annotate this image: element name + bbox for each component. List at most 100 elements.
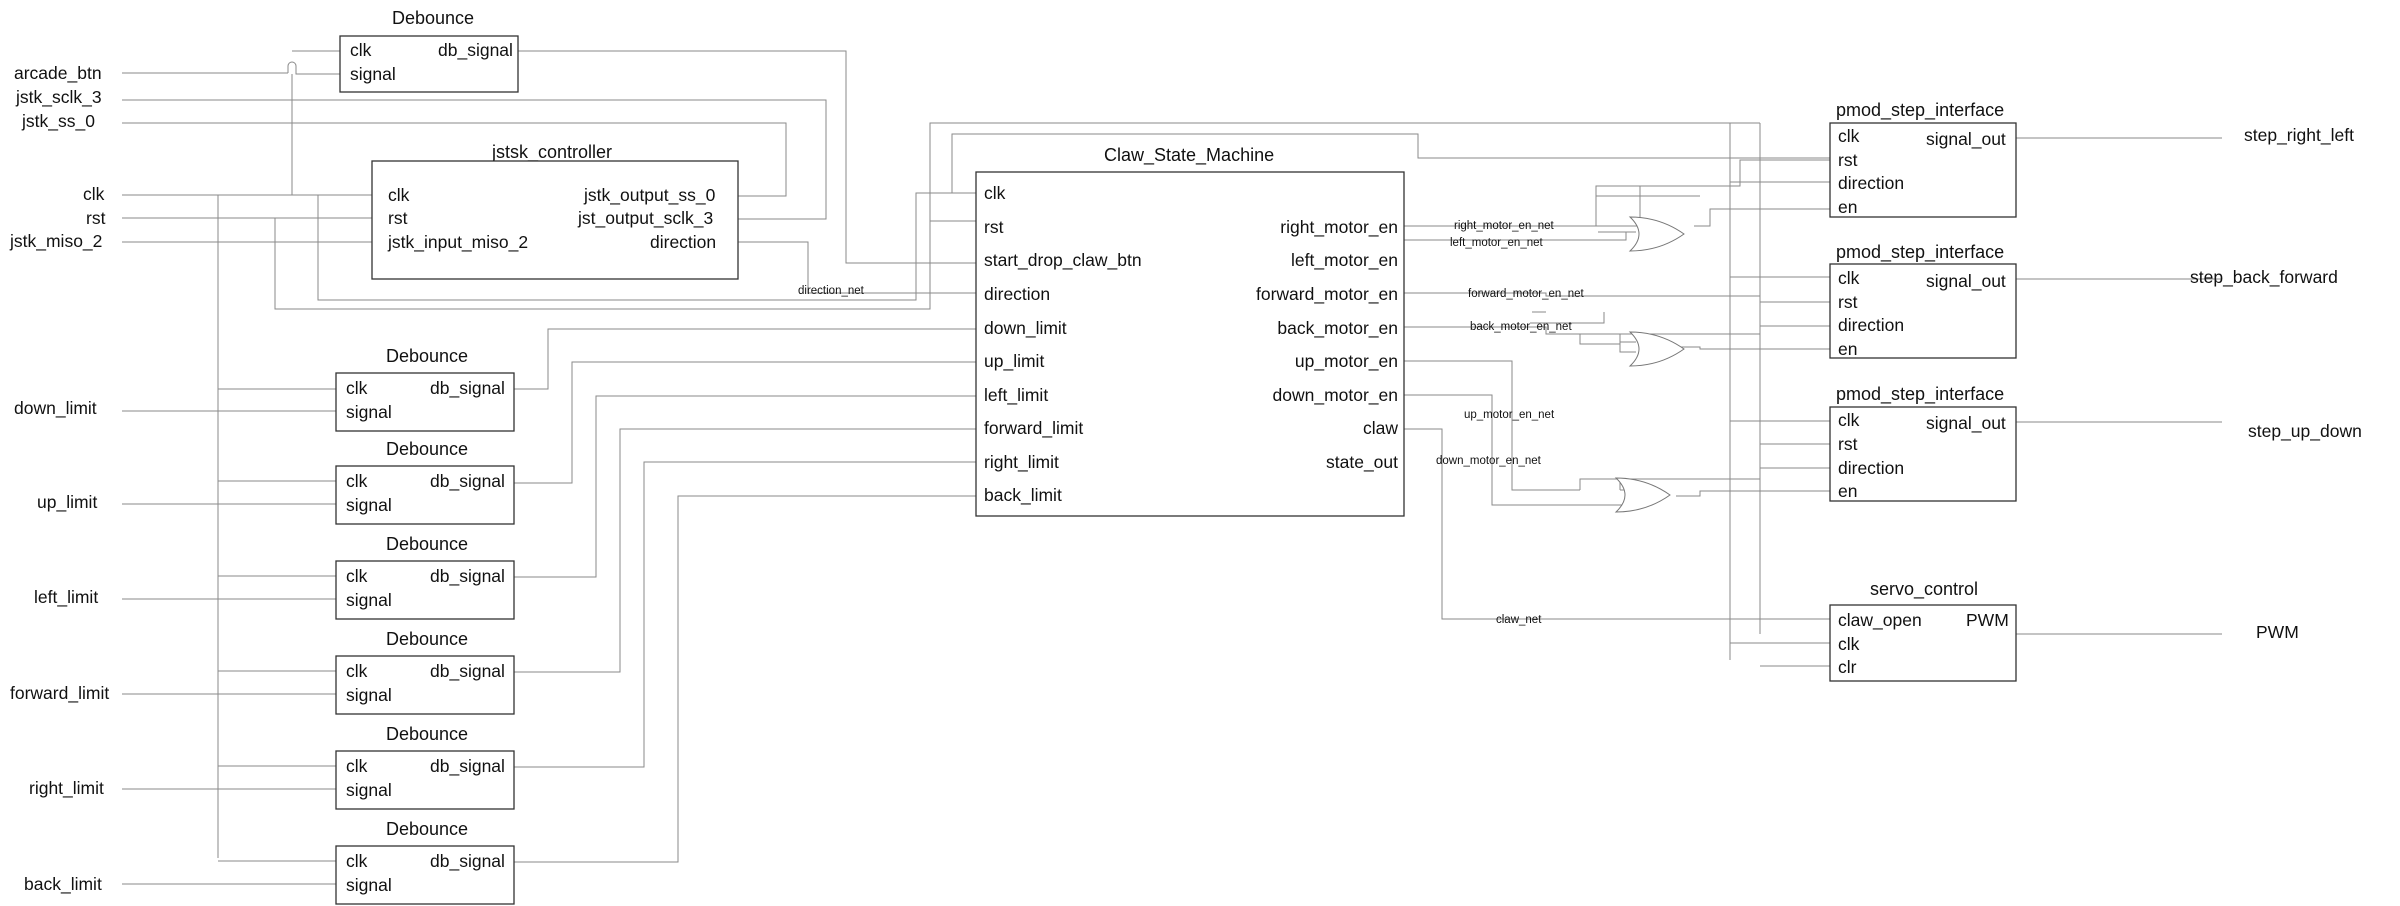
port-clk: clk — [1838, 268, 1860, 288]
port-rst: rst — [984, 217, 1004, 237]
port-clk: clk — [1838, 410, 1860, 430]
input-down-limit: down_limit — [14, 398, 97, 419]
port-db-signal: db_signal — [430, 661, 505, 682]
pmod-step-interface-up-down: pmod_step_interface clk rst direction en… — [1829, 384, 2017, 502]
claw-state-machine-box — [975, 171, 1405, 517]
port-signal: signal — [346, 780, 392, 800]
pmod-box — [1829, 263, 2017, 359]
pmod-title: pmod_step_interface — [1836, 100, 2004, 121]
port-right-limit: right_limit — [984, 452, 1059, 473]
port-jst-output-sclk-3: jst_output_sclk_3 — [577, 208, 713, 229]
net-labels: direction_net right_motor_en_net left_mo… — [798, 220, 1585, 626]
debounce-back: Debounce clk signal db_signal — [335, 819, 515, 905]
port-jstk-output-ss-0: jstk_output_ss_0 — [583, 185, 716, 206]
port-up-limit: up_limit — [984, 351, 1044, 372]
port-clk: clk — [346, 378, 368, 398]
pmod-title: pmod_step_interface — [1836, 242, 2004, 263]
wires — [122, 50, 2222, 885]
input-left-limit: left_limit — [34, 587, 98, 608]
debounce-right: Debounce clk signal db_signal — [335, 724, 515, 810]
port-signal-out: signal_out — [1926, 413, 2006, 434]
debounce-box — [335, 465, 515, 525]
net-label-down-motor-en: down_motor_en_net — [1436, 455, 1542, 467]
port-signal: signal — [346, 495, 392, 515]
port-clk: clk — [350, 40, 372, 60]
debounce-box — [335, 560, 515, 620]
jstsk-controller-title: jstsk_controller — [491, 142, 612, 163]
port-direction: direction — [650, 232, 716, 252]
port-signal-out: signal_out — [1926, 271, 2006, 292]
jstsk-controller-box — [371, 160, 739, 280]
port-signal-out: signal_out — [1926, 129, 2006, 150]
input-arcade-btn: arcade_btn — [14, 63, 102, 84]
pmod-box — [1829, 406, 2017, 502]
port-clk: clk — [388, 185, 410, 205]
output-step-up-down: step_up_down — [2248, 421, 2362, 442]
port-db-signal: db_signal — [430, 756, 505, 777]
net-label-left-motor-en: left_motor_en_net — [1450, 237, 1544, 249]
output-step-right-left: step_right_left — [2244, 125, 2354, 146]
port-forward-limit: forward_limit — [984, 418, 1083, 439]
input-forward-limit: forward_limit — [10, 683, 109, 704]
net-label-claw: claw_net — [1496, 614, 1542, 626]
port-start-drop-claw-btn: start_drop_claw_btn — [984, 250, 1142, 271]
port-clk: clk — [1838, 634, 1860, 654]
or-gates — [1614, 216, 1685, 513]
or-gate-right-left — [1628, 216, 1685, 252]
input-rst: rst — [86, 208, 106, 228]
net-label-back-motor-en: back_motor_en_net — [1470, 321, 1572, 333]
port-rst: rst — [1838, 434, 1858, 454]
output-step-back-forward: step_back_forward — [2190, 267, 2338, 288]
port-right-motor-en: right_motor_en — [1280, 217, 1398, 238]
debounce-title: Debounce — [386, 724, 468, 744]
debounce-box — [335, 750, 515, 810]
port-db-signal: db_signal — [430, 851, 505, 872]
debounce-left: Debounce clk signal db_signal — [335, 534, 515, 620]
port-db-signal: db_signal — [438, 40, 513, 61]
port-pwm: PWM — [1966, 610, 2009, 630]
port-clk: clk — [346, 756, 368, 776]
port-back-limit: back_limit — [984, 485, 1062, 506]
net-label-right-motor-en: right_motor_en_net — [1454, 220, 1555, 232]
pmod-title: pmod_step_interface — [1836, 384, 2004, 405]
input-back-limit: back_limit — [24, 874, 102, 895]
port-forward-motor-en: forward_motor_en — [1256, 284, 1398, 305]
port-signal: signal — [350, 64, 396, 84]
claw-state-machine: Claw_State_Machine clk rst start_drop_cl… — [975, 145, 1405, 517]
port-db-signal: db_signal — [430, 471, 505, 492]
port-claw: claw — [1363, 418, 1398, 438]
port-en: en — [1838, 481, 1857, 501]
port-direction: direction — [984, 284, 1050, 304]
pmod-step-interface-back-forward: pmod_step_interface clk rst direction en… — [1829, 242, 2017, 359]
debounce-up: Debounce clk signal db_signal — [335, 439, 515, 525]
debounce-title: Debounce — [386, 534, 468, 554]
debounce-title: Debounce — [386, 819, 468, 839]
port-direction: direction — [1838, 315, 1904, 335]
claw-state-machine-title: Claw_State_Machine — [1104, 145, 1274, 166]
output-labels: step_right_left step_back_forward step_u… — [2190, 125, 2362, 642]
port-en: en — [1838, 197, 1857, 217]
debounce-box — [335, 845, 515, 905]
port-direction: direction — [1838, 458, 1904, 478]
port-rst: rst — [388, 208, 408, 228]
debounce-top: Debounce clk signal db_signal — [339, 8, 519, 93]
servo-control: servo_control claw_open clk clr PWM — [1829, 579, 2017, 682]
port-state-out: state_out — [1326, 452, 1398, 473]
port-clk: clk — [1838, 126, 1860, 146]
port-clk: clk — [346, 566, 368, 586]
port-rst: rst — [1838, 292, 1858, 312]
debounce-title: Debounce — [392, 8, 474, 28]
net-label-up-motor-en: up_motor_en_net — [1464, 409, 1555, 421]
input-labels: arcade_btn jstk_sclk_3 jstk_ss_0 clk rst… — [9, 63, 109, 895]
debounce-title: Debounce — [386, 346, 468, 366]
debounce-box — [335, 372, 515, 432]
port-left-motor-en: left_motor_en — [1291, 250, 1398, 271]
net-label-forward-motor-en: forward_motor_en_net — [1468, 288, 1585, 300]
debounce-down: Debounce clk signal db_signal — [335, 346, 515, 432]
input-up-limit: up_limit — [37, 492, 97, 513]
pmod-box — [1829, 122, 2017, 218]
port-db-signal: db_signal — [430, 378, 505, 399]
or-gate-back-forward — [1628, 331, 1685, 367]
pmod-step-interface-right-left: pmod_step_interface clk rst direction en… — [1829, 100, 2017, 218]
